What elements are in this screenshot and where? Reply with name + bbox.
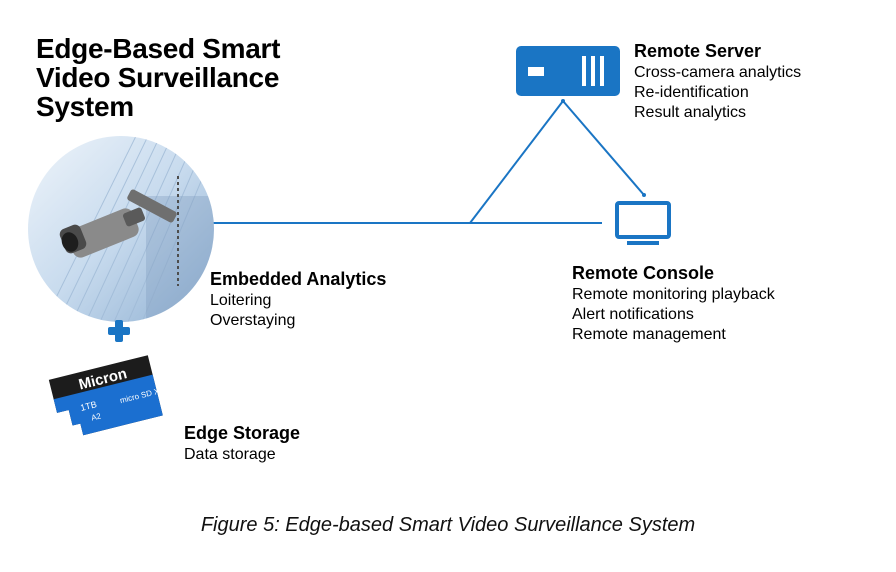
microsd-card-icon: Micron 1TB A2 micro SD XC [44, 346, 172, 442]
server-icon [516, 46, 620, 96]
figure-caption: Figure 5: Edge-based Smart Video Surveil… [200, 514, 696, 536]
remote-server-heading: Remote Server [634, 41, 762, 61]
console-item: Alert notifications [572, 306, 694, 323]
remote-server-block: Remote Server Cross-camera analytics Re-… [634, 40, 801, 123]
edge-storage-heading: Edge Storage [184, 423, 301, 443]
server-console-line [562, 100, 645, 196]
console-item: Remote monitoring playback [572, 286, 775, 303]
edge-storage-block: Edge Storage Data storage [184, 422, 300, 465]
diagram-title: Edge-Based Smart Video Surveillance Syst… [36, 34, 336, 121]
embedded-item: Loitering [210, 292, 272, 309]
server-link-line [469, 100, 564, 224]
camera-photo [28, 136, 214, 322]
storage-item: Data storage [184, 446, 276, 463]
console-dot-top [642, 193, 646, 197]
monitor-icon [614, 200, 672, 248]
title-line-1: Edge-Based Smart [36, 33, 281, 64]
remote-console-block: Remote Console Remote monitoring playbac… [572, 262, 775, 345]
console-item: Remote management [572, 326, 726, 343]
card-class: A2 [90, 411, 102, 422]
title-line-3: System [36, 91, 134, 122]
card-capacity: 1TB [79, 399, 97, 413]
server-item: Cross-camera analytics [634, 64, 802, 81]
embedded-item: Overstaying [210, 312, 296, 329]
embedded-analytics-block: Embedded Analytics Loitering Overstaying [210, 268, 386, 331]
embedded-analytics-heading: Embedded Analytics [210, 269, 387, 289]
server-item: Result analytics [634, 104, 747, 121]
server-dot [561, 99, 565, 103]
remote-console-heading: Remote Console [572, 263, 715, 283]
title-line-2: Video Surveillance [36, 62, 280, 93]
server-item: Re-identification [634, 84, 749, 101]
plus-icon [106, 318, 132, 344]
